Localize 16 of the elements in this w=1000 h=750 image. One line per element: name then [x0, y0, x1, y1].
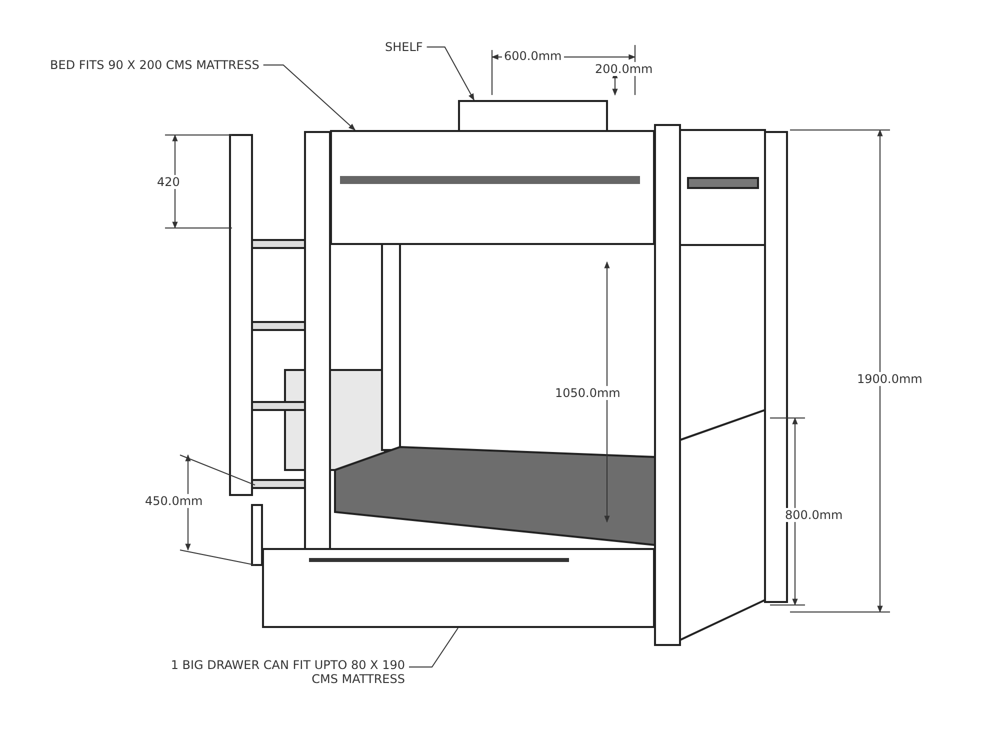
- leader-line: [408, 628, 458, 668]
- dimension-label: 800.0mm: [783, 508, 845, 522]
- leader-line: [426, 46, 474, 101]
- dimension-label: 1900.0mm: [855, 372, 924, 386]
- text-label: 1 BIG DRAWER CAN FIT UPTO 80 X 190 CMS MATTRESS: [160, 658, 405, 686]
- dimension-label: 1050.0mm: [553, 386, 622, 400]
- dimension-label: 420: [155, 175, 182, 189]
- dimension-label: 200.0mm: [593, 62, 655, 76]
- dimension-label: 450.0mm: [143, 494, 205, 508]
- drawer: [262, 548, 655, 628]
- text-label: BED FITS 90 X 200 CMS MATTRESS: [50, 58, 260, 72]
- leader-line: [262, 64, 356, 130]
- dimension-label: 600.0mm: [502, 49, 564, 63]
- shelf: [458, 100, 608, 132]
- text-label: SHELF: [385, 40, 423, 54]
- upper-bunk-panel: [330, 130, 655, 245]
